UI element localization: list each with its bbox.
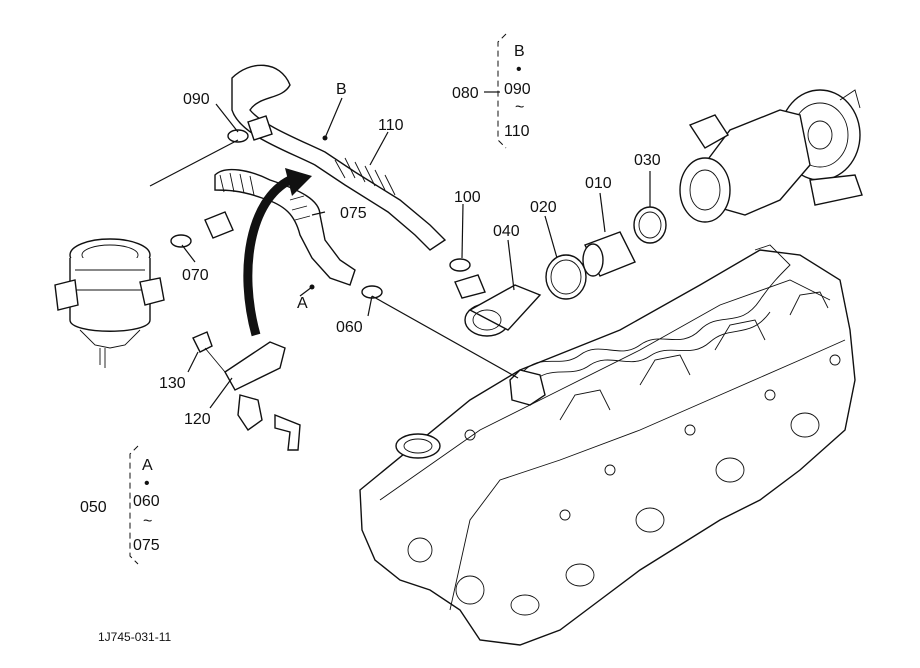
turbocharger-drawing xyxy=(679,89,863,223)
part-labels: 090 070 060 075 110 100 040 020 010 030 … xyxy=(159,81,661,428)
group-a-dot: • xyxy=(144,475,150,492)
group-b-bracket: 080 B • 090 ~ 110 xyxy=(452,33,531,149)
label-040: 040 xyxy=(493,223,520,240)
label-130: 130 xyxy=(159,375,186,392)
hose-assembly-drawing xyxy=(170,64,667,337)
group-a-head: A xyxy=(142,457,153,474)
label-100: 100 xyxy=(454,189,481,206)
group-a-number: 050 xyxy=(80,499,107,516)
corrugated-section-lower xyxy=(219,172,311,221)
label-010: 010 xyxy=(585,175,612,192)
label-060: 060 xyxy=(336,319,363,336)
group-a-tilde: ~ xyxy=(143,513,152,530)
label-030: 030 xyxy=(634,152,661,169)
bracket-drawing xyxy=(192,331,301,451)
group-a-bracket: 050 A • 060 ~ 075 xyxy=(80,445,160,565)
corrugated-section-upper xyxy=(334,157,396,196)
leader-lines xyxy=(149,97,651,409)
group-a-from: 060 xyxy=(133,493,160,510)
label-075: 075 xyxy=(340,205,367,222)
group-b-head: B xyxy=(514,43,525,60)
label-070: 070 xyxy=(182,267,209,284)
routing-arrow xyxy=(243,168,312,337)
cylinder-head-drawing xyxy=(359,244,856,646)
group-a-to: 075 xyxy=(133,537,160,554)
group-b-from: 090 xyxy=(504,81,531,98)
label-020: 020 xyxy=(530,199,557,216)
group-b-tilde: ~ xyxy=(515,99,524,116)
group-b-to: 110 xyxy=(504,123,530,140)
marker-b: B xyxy=(336,81,347,98)
label-090: 090 xyxy=(183,91,210,108)
group-b-dot: • xyxy=(516,61,522,78)
intake-body-drawing xyxy=(54,238,165,368)
marker-a: A xyxy=(297,295,308,312)
group-b-number: 080 xyxy=(452,85,479,102)
label-120: 120 xyxy=(184,411,211,428)
drawing-code: 1J745-031-11 xyxy=(98,630,171,644)
label-110: 110 xyxy=(378,117,404,134)
